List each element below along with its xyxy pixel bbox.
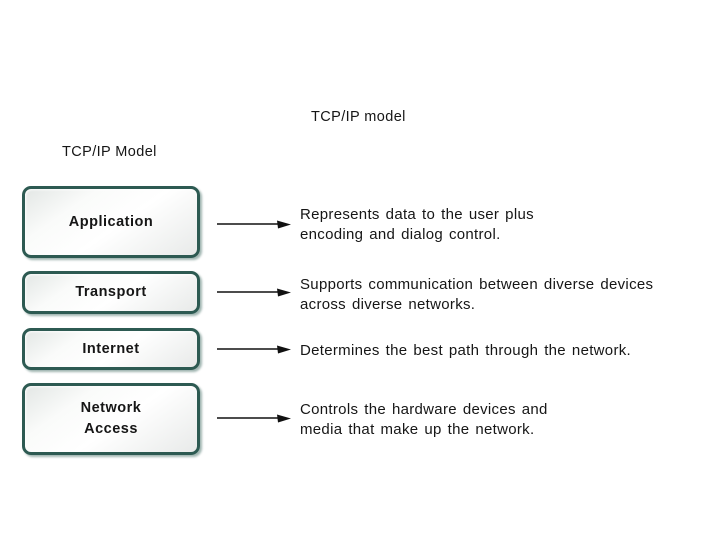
layer-box-transport: Transport [22, 271, 200, 314]
layer-box-application: Application [22, 186, 200, 258]
layer-description-network-access: Controls the hardware devices and media … [300, 401, 548, 438]
arrow-right-icon [217, 414, 291, 423]
layer-label-internet: Internet [82, 340, 140, 357]
layer-label-application: Application [68, 213, 154, 230]
layer-box-network-access: Network Access [22, 383, 200, 455]
layer-label-network-access: Network Access [80, 400, 142, 437]
layer-label-transport: Transport [75, 284, 147, 300]
layer-description-transport: Supports communication between diverse d… [300, 276, 654, 313]
column-heading: TCP/IP Model [62, 144, 157, 160]
arrow-right-icon [217, 288, 291, 297]
diagram-title: TCP/IP model [311, 109, 406, 125]
arrow-right-icon [217, 220, 291, 229]
layer-description-application: Represents data to the user plus encodin… [300, 206, 534, 243]
layer-box-internet: Internet [22, 328, 200, 370]
arrow-right-icon [217, 345, 291, 354]
layer-description-internet: Determines the best path through the net… [300, 342, 632, 359]
